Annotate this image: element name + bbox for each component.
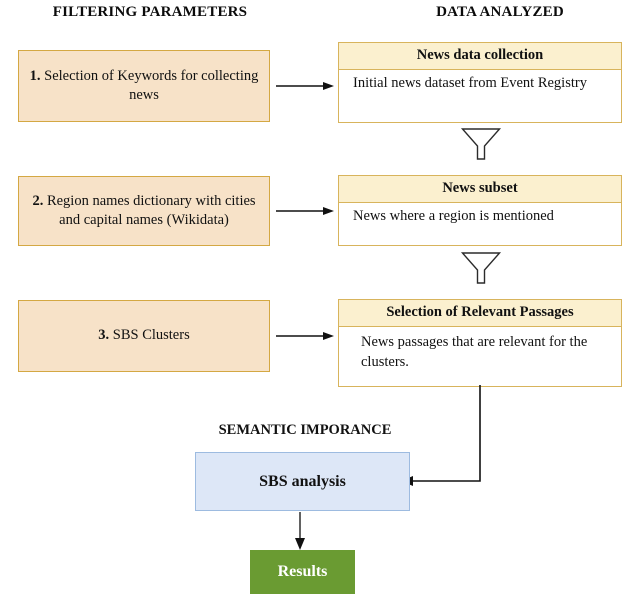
data-box-title-2: News subset: [339, 176, 621, 203]
semantic-importance-heading: SEMANTIC IMPORANCE: [218, 422, 392, 438]
param-number-2: 2.: [32, 192, 44, 209]
funnel-icon-1: [460, 128, 502, 160]
data-box-body-3: News passages that are relevant for the …: [361, 334, 588, 370]
arrow-right-icon-2: [276, 207, 334, 215]
param-number-1: 1.: [29, 67, 41, 84]
arrow-right-icon-1: [276, 82, 334, 90]
param-label-2: Region names dictionary with cities and …: [46, 192, 256, 228]
sbs-analysis-label: SBS analysis: [259, 472, 346, 490]
sbs-analysis-box: SBS analysis: [195, 452, 410, 511]
arrow-right-icon-3: [276, 332, 334, 340]
param-label-1: Selection of Keywords for collecting new…: [44, 67, 259, 103]
results-label: Results: [277, 563, 328, 580]
data-box-news-collection: News data collection Initial news datase…: [338, 42, 622, 123]
param-box-sbs-clusters: 3. SBS Clusters: [18, 300, 270, 372]
data-box-body-2: News where a region is mentioned: [353, 208, 554, 224]
param-text-3: 3. SBS Clusters: [98, 326, 189, 345]
data-box-news-subset: News subset News where a region is menti…: [338, 175, 622, 246]
param-text-1: 1. Selection of Keywords for collecting …: [27, 67, 261, 105]
data-box-title-1: News data collection: [339, 43, 621, 70]
data-box-relevant-passages: Selection of Relevant Passages News pass…: [338, 299, 622, 387]
results-box: Results: [250, 550, 355, 594]
param-text-2: 2. Region names dictionary with cities a…: [27, 192, 261, 230]
data-box-body-1: Initial news dataset from Event Registry: [353, 75, 587, 91]
param-number-3: 3.: [98, 327, 110, 344]
arrow-down-icon: [295, 512, 305, 550]
param-box-keywords: 1. Selection of Keywords for collecting …: [18, 50, 270, 122]
funnel-icon-2: [460, 252, 502, 284]
param-box-region-dictionary: 2. Region names dictionary with cities a…: [18, 176, 270, 246]
data-analyzed-heading: DATA ANALYZED: [436, 4, 564, 20]
param-label-3: SBS Clusters: [112, 327, 190, 344]
data-box-title-3: Selection of Relevant Passages: [339, 300, 621, 327]
filtering-parameters-heading: FILTERING PARAMETERS: [52, 4, 248, 20]
